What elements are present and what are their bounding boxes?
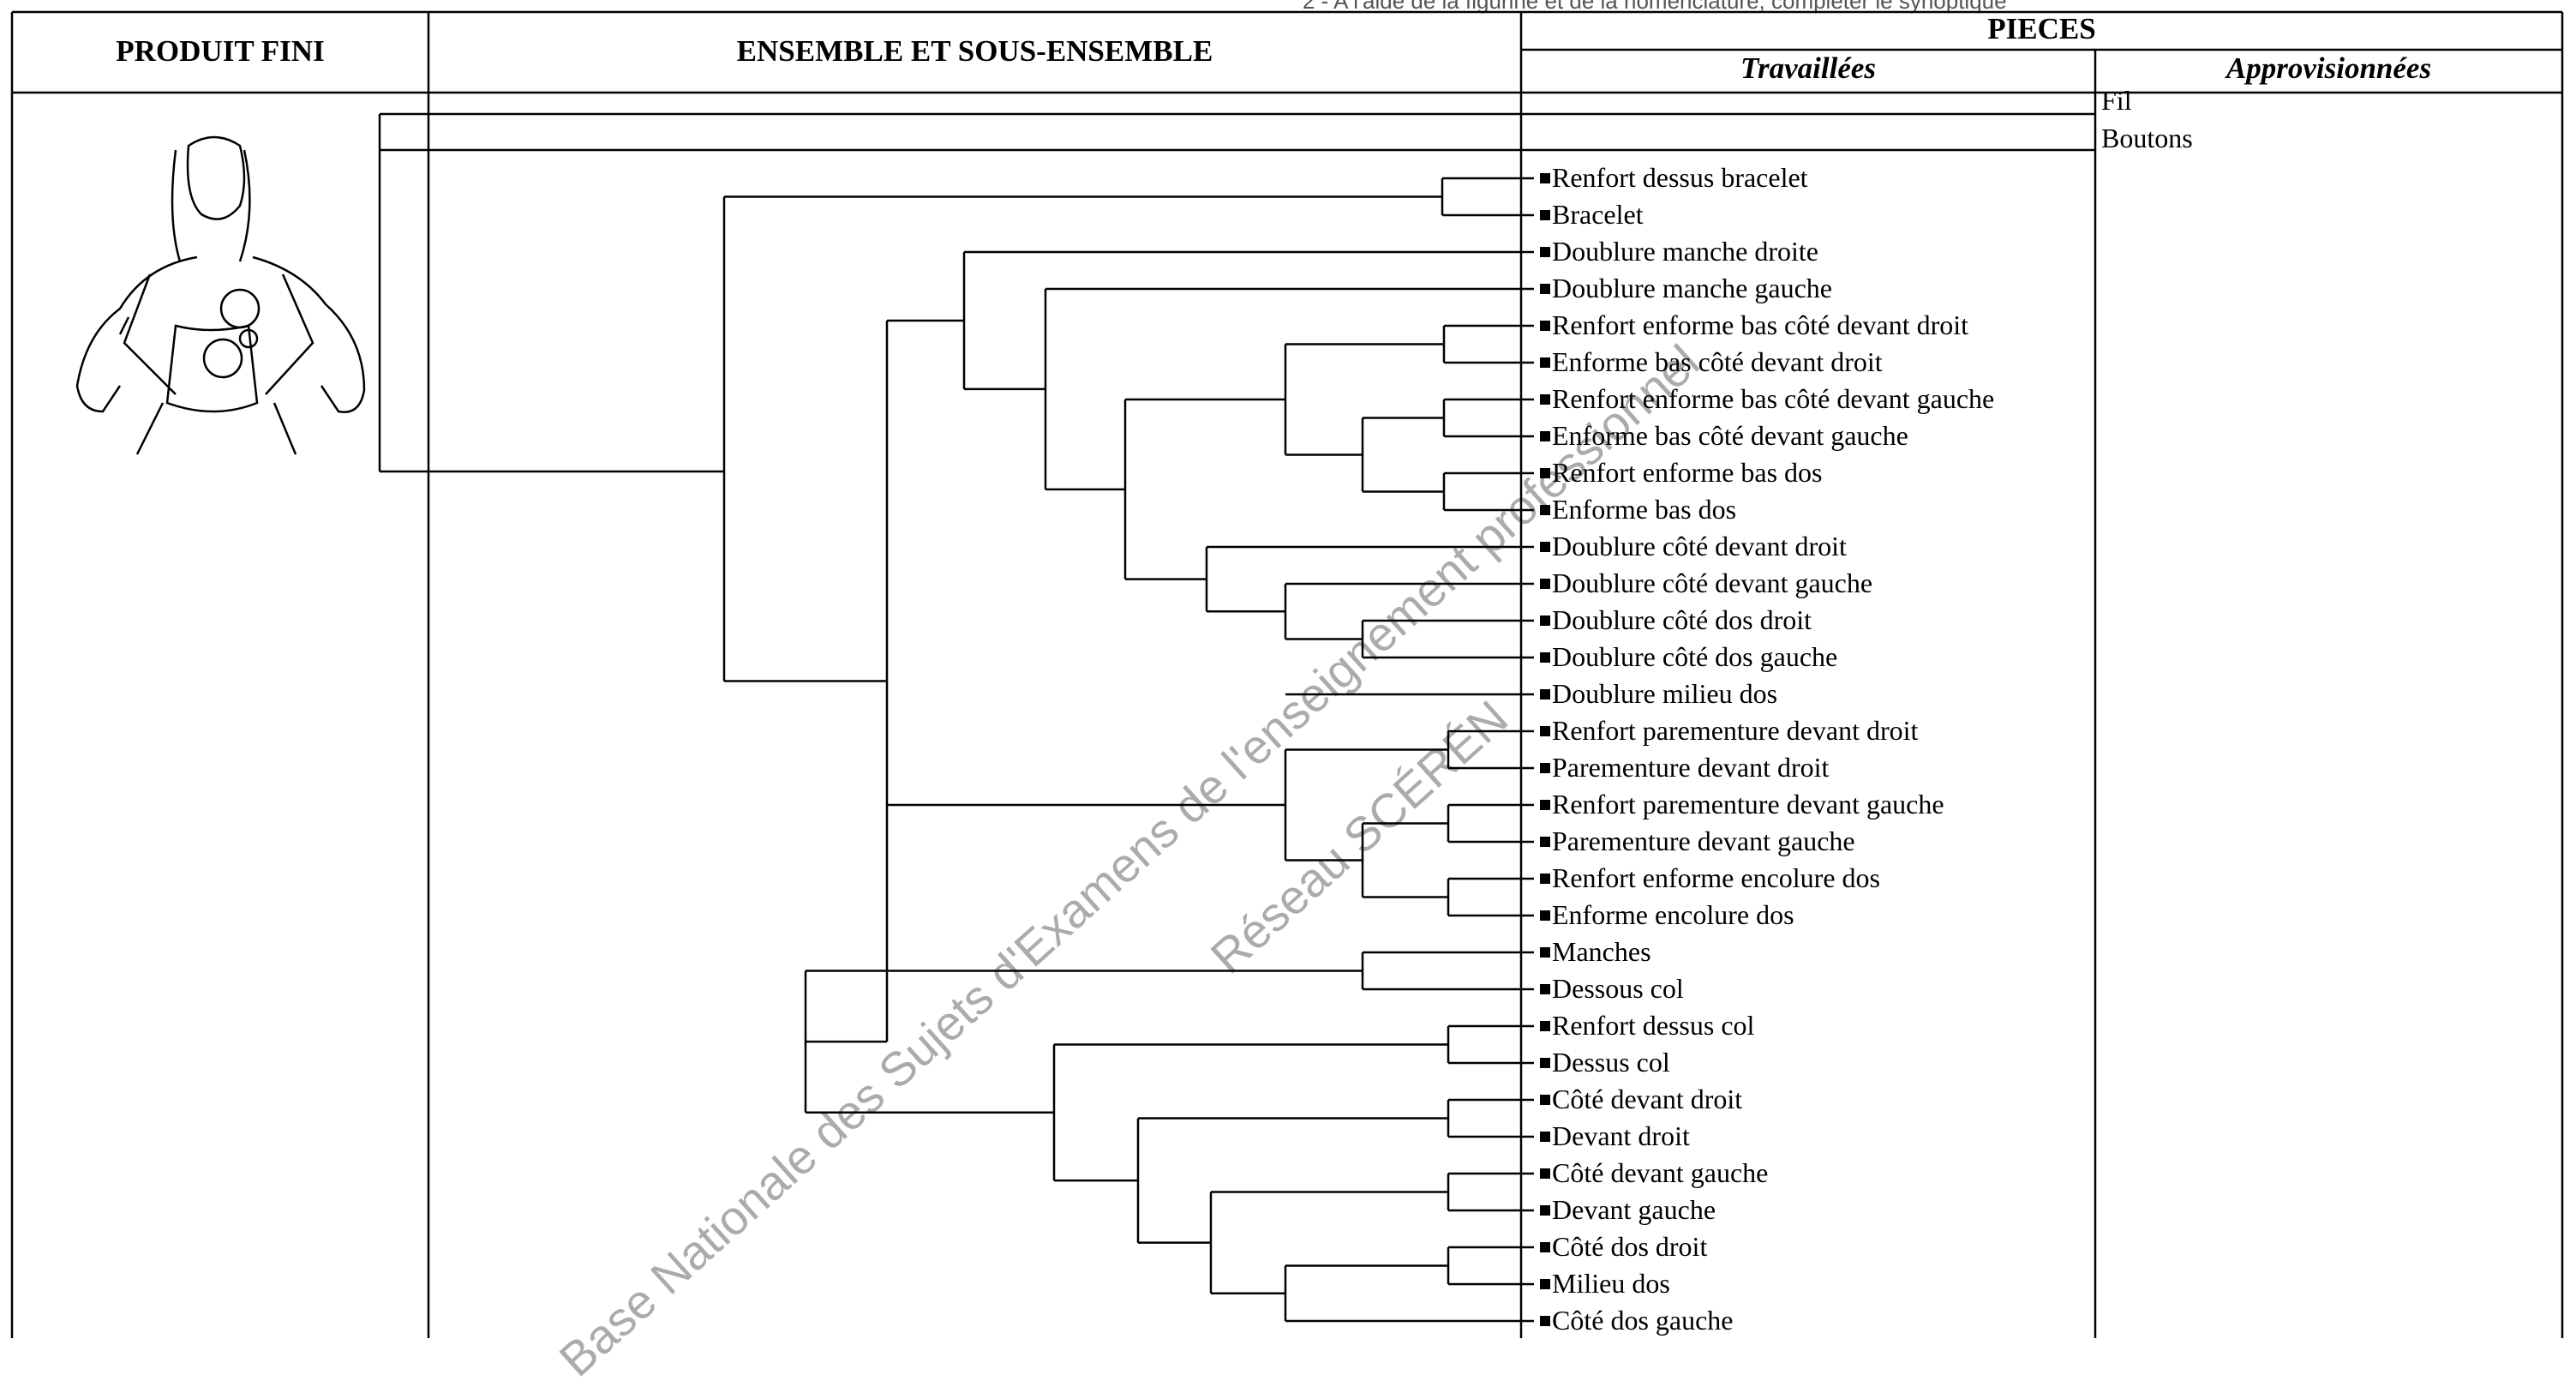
part-bullet xyxy=(1540,652,1550,663)
supplied-part: Boutons xyxy=(2101,123,2193,153)
worked-part: Doublure côté devant gauche xyxy=(1552,567,1873,598)
part-bullet xyxy=(1540,1095,1550,1105)
part-bullet xyxy=(1540,1021,1550,1031)
worked-part: Enforme bas côté devant gauche xyxy=(1552,420,1908,451)
worked-part: Bracelet xyxy=(1552,199,1644,230)
part-bullet xyxy=(1540,763,1550,773)
part-bullet xyxy=(1540,579,1550,589)
part-bullet xyxy=(1540,1242,1550,1252)
worked-part: Doublure manche gauche xyxy=(1552,273,1832,303)
worked-part: Doublure côté dos droit xyxy=(1552,604,1812,635)
worked-part: Doublure milieu dos xyxy=(1552,678,1778,709)
part-bullet xyxy=(1540,837,1550,847)
part-bullet xyxy=(1540,284,1550,294)
header-produit-fini: PRODUIT FINI xyxy=(116,34,325,68)
worked-part: Renfort enforme bas côté devant gauche xyxy=(1552,383,1995,414)
header-travaillees: Travaillées xyxy=(1740,51,1877,85)
part-bullet xyxy=(1540,874,1550,884)
garment-figurine xyxy=(75,135,366,455)
synoptic-sheet: 2 - A l'aide de la figurine et de la nom… xyxy=(10,0,2564,1387)
part-bullet xyxy=(1540,1316,1550,1326)
part-bullet xyxy=(1540,1279,1550,1289)
worked-part: Côté dos droit xyxy=(1552,1231,1708,1262)
worked-part: Enforme bas dos xyxy=(1552,494,1737,525)
part-bullet xyxy=(1540,357,1550,368)
part-bullet xyxy=(1540,1168,1550,1179)
worked-part: Doublure côté dos gauche xyxy=(1552,641,1838,672)
part-bullet xyxy=(1540,468,1550,478)
part-bullet xyxy=(1540,1058,1550,1068)
worked-part: Milieu dos xyxy=(1552,1268,1670,1299)
worked-part: Côté devant gauche xyxy=(1552,1157,1769,1188)
top-instruction: 2 - A l'aide de la figurine et de la nom… xyxy=(1303,0,2007,14)
worked-part: Renfort enforme bas dos xyxy=(1552,457,1823,488)
worked-part: Renfort dessus bracelet xyxy=(1552,162,1808,193)
worked-part: Doublure côté devant droit xyxy=(1552,531,1847,561)
worked-part: Parementure devant droit xyxy=(1552,752,1830,783)
part-bullet xyxy=(1540,947,1550,958)
part-bullet xyxy=(1540,394,1550,405)
part-bullet xyxy=(1540,321,1550,331)
part-bullet xyxy=(1540,615,1550,626)
part-bullet xyxy=(1540,247,1550,257)
header-pieces: PIECES xyxy=(1987,12,2096,45)
worked-part: Renfort dessus col xyxy=(1552,1010,1755,1041)
part-bullet xyxy=(1540,210,1550,220)
part-bullet xyxy=(1540,173,1550,183)
table-grid xyxy=(10,10,2564,1338)
worked-part: Renfort parementure devant droit xyxy=(1552,715,1919,746)
part-bullet xyxy=(1540,1132,1550,1142)
worked-part: Manches xyxy=(1552,936,1651,967)
worked-part: Enforme encolure dos xyxy=(1552,899,1794,930)
supplied-part: Fil xyxy=(2101,85,2132,116)
worked-part: Renfort enforme encolure dos xyxy=(1552,862,1880,893)
part-bullet xyxy=(1540,542,1550,552)
part-bullet xyxy=(1540,505,1550,515)
worked-part: Devant gauche xyxy=(1552,1194,1716,1225)
worked-part: Enforme bas côté devant droit xyxy=(1552,346,1883,377)
worked-part: Parementure devant gauche xyxy=(1552,826,1855,856)
part-bullet xyxy=(1540,800,1550,810)
part-bullet xyxy=(1540,984,1550,994)
part-bullet xyxy=(1540,431,1550,441)
worked-part: Doublure manche droite xyxy=(1552,236,1818,267)
header-approvisionnees: Approvisionnées xyxy=(2226,51,2432,85)
worked-part: Dessous col xyxy=(1552,973,1684,1004)
worked-part: Renfort parementure devant gauche xyxy=(1552,789,1944,820)
worked-part: Dessus col xyxy=(1552,1047,1670,1078)
worked-part: Côté dos gauche xyxy=(1552,1305,1734,1336)
part-bullet xyxy=(1540,689,1550,700)
part-bullet xyxy=(1540,1205,1550,1216)
part-bullet xyxy=(1540,726,1550,736)
part-bullet xyxy=(1540,910,1550,921)
worked-part: Renfort enforme bas côté devant droit xyxy=(1552,309,1969,340)
header-ensemble: ENSEMBLE ET SOUS-ENSEMBLE xyxy=(736,34,1213,68)
worked-part: Côté devant droit xyxy=(1552,1084,1743,1114)
worked-part: Devant droit xyxy=(1552,1120,1690,1151)
